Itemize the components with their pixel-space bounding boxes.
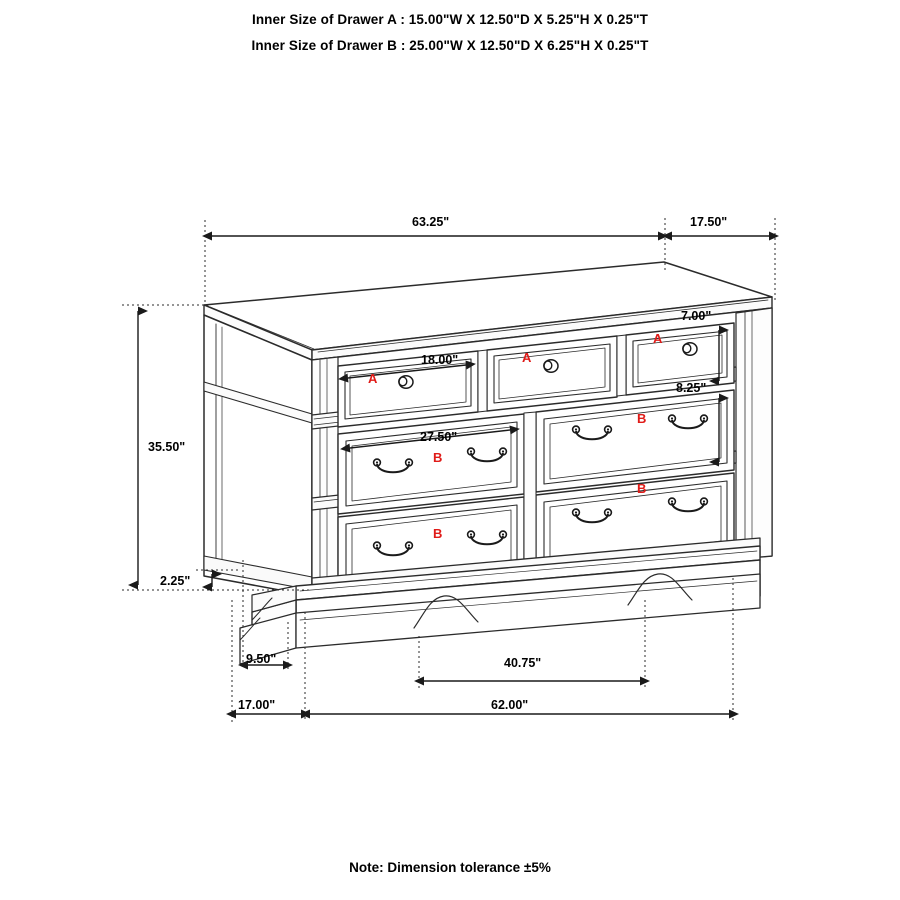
drawer-label-a2: A — [522, 350, 532, 365]
dimension-label-overall-height: 35.50" — [148, 440, 186, 454]
dimension-label-drawer-a-width: 18.00" — [421, 353, 459, 367]
drawer-b-inner-size-text: Inner Size of Drawer B : 25.00"W X 12.50… — [251, 38, 649, 53]
dimension-label-drawer-b-width: 27.50" — [420, 430, 458, 444]
dimension-label-front-width: 62.00" — [491, 698, 529, 712]
dimension-label-top-depth: 17.50" — [690, 215, 728, 229]
drawer-label-a1: A — [368, 371, 378, 386]
dimension-label-top-width: 63.25" — [412, 215, 450, 229]
dimension-label-side-depth: 17.00" — [238, 698, 276, 712]
drawer-label-b4: B — [637, 481, 647, 496]
drawer-label-b2: B — [637, 411, 647, 426]
dimension-label-base-span: 40.75" — [504, 656, 542, 670]
drawer-a-inner-size-text: Inner Size of Drawer A : 15.00"W X 12.50… — [251, 12, 648, 27]
drawer-label-b1: B — [433, 450, 443, 465]
dimension-label-drawer-b-height: 8.25" — [676, 381, 707, 395]
drawer-label-b3: B — [433, 526, 443, 541]
dimension-label-drawer-a-height: 7.00" — [681, 309, 712, 323]
dimension-label-foot-inset: 9.50" — [246, 652, 277, 666]
dimension-label-base-height: 2.25" — [160, 574, 191, 588]
tolerance-note: Note: Dimension tolerance ±5% — [349, 860, 551, 875]
drawer-label-a3: A — [653, 331, 663, 346]
